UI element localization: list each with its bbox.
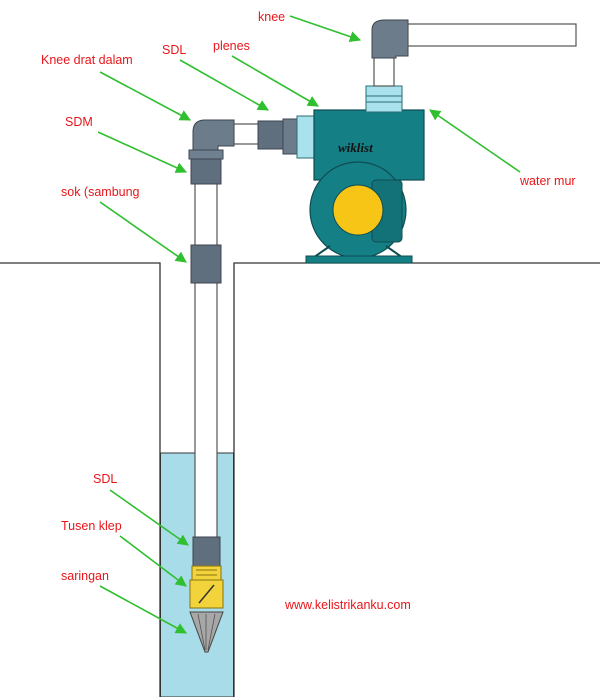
label-water-mur: water mur xyxy=(519,174,576,188)
sdl-bottom-fitting xyxy=(192,536,221,568)
label-knee-drat-dalam: Knee drat dalam xyxy=(41,53,133,67)
label-plenes: plenes xyxy=(213,39,250,53)
pointer-arrows xyxy=(97,15,521,634)
arrow-sdl-top xyxy=(179,59,269,111)
arrow-knee-drat-dalam xyxy=(99,71,191,121)
water-mur-fitting xyxy=(365,85,403,113)
pump-brand: wiklist xyxy=(338,140,373,155)
water-pump: wiklist xyxy=(305,109,425,264)
arrow-plenes xyxy=(231,55,319,107)
sok-sambung-fitting xyxy=(190,244,222,284)
discharge-pipe xyxy=(407,23,577,47)
label-knee: knee xyxy=(258,10,285,24)
arrow-sdl-bottom xyxy=(109,489,189,546)
arrow-sok-sambung xyxy=(99,201,187,263)
pump-motor-cap xyxy=(332,184,384,236)
labels: knee Knee drat dalam SDL plenes SDM sok … xyxy=(41,10,576,612)
tusen-klep-valve xyxy=(189,565,224,609)
knee-fitting xyxy=(371,19,409,59)
plenes-flange xyxy=(296,115,316,159)
arrow-saringan xyxy=(99,585,187,634)
saringan-strainer xyxy=(189,611,224,653)
arrow-tusen-klep xyxy=(119,535,187,587)
discharge-riser xyxy=(373,55,395,87)
arrow-water-mur xyxy=(429,109,521,173)
label-sok-sambung: sok (sambung xyxy=(61,185,140,199)
suction-pipe xyxy=(194,177,218,541)
ground-and-well xyxy=(0,262,600,697)
label-tusen-klep: Tusen klep xyxy=(61,519,122,533)
label-sdl-bottom: SDL xyxy=(93,472,117,486)
website-text: www.kelistrikanku.com xyxy=(284,598,411,612)
label-sdl-top: SDL xyxy=(162,43,186,57)
label-sdm: SDM xyxy=(65,115,93,129)
label-saringan: saringan xyxy=(61,569,109,583)
knee-drat-dalam-fitting xyxy=(192,119,235,151)
arrow-sdm xyxy=(97,131,188,173)
arrow-knee xyxy=(289,15,362,43)
